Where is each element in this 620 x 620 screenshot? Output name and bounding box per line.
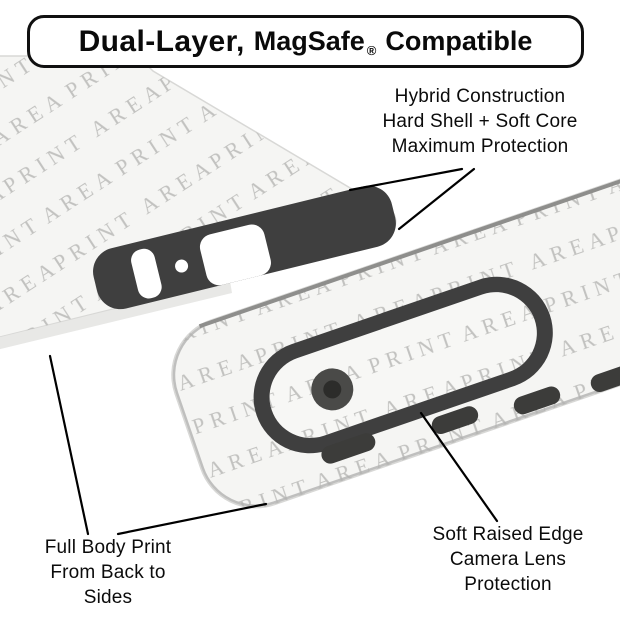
- annotation-line: Soft Raised Edge: [432, 524, 584, 545]
- annotation-line: Protection: [464, 574, 552, 595]
- annotation-line: Camera Lens: [449, 549, 567, 570]
- full-body-callout-line-2: [116, 502, 268, 536]
- camera-lens-core: [323, 380, 342, 399]
- title-banner: Dual-Layer, MagSafe ® Compatible: [27, 15, 584, 68]
- title-part-dual-layer: Dual-Layer,: [78, 24, 245, 58]
- side-button-1: [321, 433, 376, 464]
- side-button-4: [590, 364, 620, 393]
- annotation-line: Full Body Print: [44, 537, 172, 558]
- camera-cutout-plate: [93, 185, 396, 310]
- registered-mark: ®: [366, 43, 377, 58]
- annotation-line: Maximum Protection: [391, 136, 569, 157]
- camera-square-cutout: [199, 224, 271, 286]
- annotation-line: From Back to: [50, 562, 166, 583]
- hybrid-callout-line-1: [348, 167, 464, 192]
- annotation-soft-raised-edge: Soft Raised Edge Camera Lens Protection: [408, 522, 608, 597]
- side-button-2: [431, 406, 479, 435]
- sensor-hole: [175, 259, 189, 273]
- hybrid-callout-line-2: [397, 167, 476, 231]
- camera-pill-cutout: [131, 248, 162, 299]
- case-top-side-edge: [0, 281, 232, 350]
- annotation-line: Hybrid Construction: [394, 86, 566, 107]
- side-button-3: [513, 386, 561, 415]
- annotation-line: Hard Shell + Soft Core: [382, 111, 578, 132]
- case-top-edge-rim: [198, 130, 620, 329]
- phone-case-bottom: [171, 130, 620, 509]
- callout-lines: [48, 167, 499, 536]
- soft-edge-callout-line: [419, 411, 499, 523]
- phone-case-top: [0, 55, 397, 350]
- full-body-callout-line-1: [48, 354, 90, 536]
- annotation-line: Sides: [83, 587, 133, 608]
- annotation-hybrid-construction: Hybrid Construction Hard Shell + Soft Co…: [352, 84, 608, 159]
- title-part-compatible: Compatible: [385, 26, 533, 56]
- title-part-magsafe: MagSafe: [253, 26, 365, 56]
- annotation-full-body-print: Full Body Print From Back to Sides: [20, 535, 196, 610]
